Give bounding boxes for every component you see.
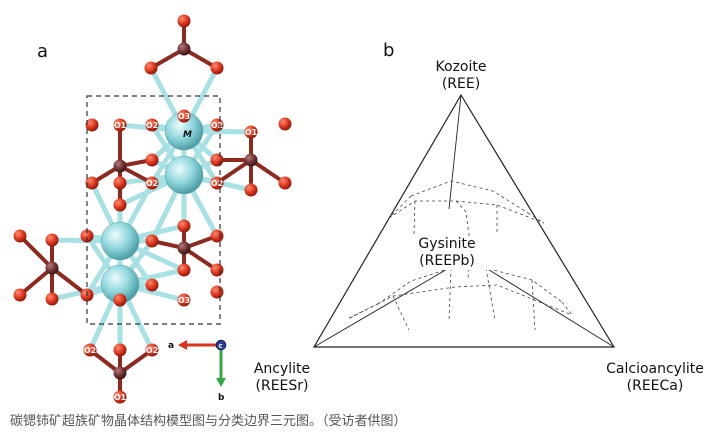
carbon-oxygen-bond-14 <box>18 234 54 270</box>
vertex-left-label: Ancylite (REESr) <box>232 361 332 395</box>
oxygen-atom-3 <box>177 109 191 123</box>
carbon-oxygen-bond-18 <box>50 266 89 297</box>
oxygen-atom-14 <box>145 176 159 190</box>
carbon-oxygen-bond-26 <box>118 348 154 375</box>
oxygen-atom-27 <box>45 292 59 306</box>
carbon-atom-1 <box>113 159 127 173</box>
metal-atom-2 <box>100 221 140 261</box>
site-label-6: O2 <box>211 179 223 188</box>
center-field-label: Gysinite (REEPb) <box>397 236 497 270</box>
metal-atom-1 <box>164 155 204 195</box>
oxygen-atom-23 <box>13 229 27 243</box>
oxygen-atom-21 <box>177 219 191 233</box>
vertex-right-formula: (REECa) <box>626 378 684 394</box>
oxygen-atom-9 <box>278 117 292 131</box>
oxygen-atom-13 <box>113 176 127 190</box>
oxygen-atom-12 <box>85 176 99 190</box>
oxygen-atom-2 <box>210 61 224 75</box>
carbon-oxygen-bond-13 <box>249 158 287 185</box>
oxygen-atom-20 <box>145 234 159 248</box>
oxygen-atom-34 <box>113 343 127 357</box>
oxygen-atom-1 <box>144 61 158 75</box>
carbon-atom-3 <box>45 261 59 275</box>
carbon-oxygen-bond-23 <box>182 246 219 272</box>
oxygen-atom-25 <box>80 229 94 243</box>
vertex-right-name: Calcioancylite <box>606 361 704 377</box>
oxygen-atom-4 <box>85 118 99 132</box>
oxygen-atom-5 <box>113 118 127 132</box>
axis-b-arrowhead <box>216 378 226 387</box>
oxygen-atom-37 <box>113 390 127 404</box>
ternary-outline <box>312 93 616 348</box>
vertex-top-name: Kozoite <box>435 59 487 75</box>
carbonate-bonds <box>18 19 287 399</box>
bond-network <box>49 65 254 353</box>
site-label-7: O3 <box>178 296 190 305</box>
oxygen-atom-10 <box>145 153 159 167</box>
oxygen-atom-18 <box>113 198 127 212</box>
site-label-9: O2 <box>146 346 158 355</box>
axis-indicator: a b c <box>168 339 227 403</box>
axis-c-marker <box>215 339 227 351</box>
site-label-4: O1 <box>245 128 258 137</box>
carbon-atom-2 <box>244 153 258 167</box>
oxygen-atom-30 <box>177 293 191 307</box>
oxygen-atom-22 <box>177 263 191 277</box>
vertex-top-label: Kozoite (REE) <box>411 59 511 93</box>
ternary-solid-boundaries <box>313 94 615 348</box>
carbon-oxygen-bond-11 <box>215 158 253 185</box>
figure-caption: 碳锶铈矿超族矿物晶体结构模型图与分类边界三元图。（受访者供图） <box>10 414 407 429</box>
carbon-atom-5 <box>113 366 127 380</box>
oxygen-atom-36 <box>145 343 159 357</box>
site-label-0: O3 <box>178 112 190 121</box>
oxygen-atom-31 <box>210 285 224 299</box>
oxygen-atom-26 <box>13 288 27 302</box>
site-label-10: O1 <box>114 393 127 402</box>
oxygen-atom-6 <box>145 118 159 132</box>
unit-cell-box <box>86 95 221 325</box>
vertex-right-label: Calcioancylite (REECa) <box>590 361 720 395</box>
center-field-formula: (REEPb) <box>419 253 475 269</box>
vertex-top-formula: (REE) <box>441 76 481 92</box>
oxygen-atom-33 <box>210 263 224 277</box>
carbon-oxygen-bond-16 <box>18 266 54 297</box>
oxygen-atom-16 <box>244 183 258 197</box>
oxygen-atom-32 <box>113 293 127 307</box>
carbon-atom-0 <box>177 42 191 56</box>
site-label-8: O2 <box>84 346 96 355</box>
ternary-diagram <box>312 93 616 348</box>
site-label-5: O2 <box>146 179 158 188</box>
oxygen-atom-0 <box>177 14 191 28</box>
axis-a-arrowhead <box>178 340 187 350</box>
axis-b-label: b <box>218 393 225 403</box>
oxygen-atom-29 <box>145 278 159 292</box>
oxygen-atom-19 <box>210 229 224 243</box>
site-label-1: O1 <box>114 121 127 130</box>
oxygen-atom-11 <box>210 153 224 167</box>
metal-site-label: M <box>183 130 192 140</box>
oxygen-atom-35 <box>83 343 97 357</box>
vertex-left-name: Ancylite <box>253 361 311 377</box>
panel-b-label: b <box>383 40 395 61</box>
oxygen-atom-8 <box>244 125 258 139</box>
site-label-2: O2 <box>146 121 158 130</box>
oxygen-atom-24 <box>45 233 59 247</box>
vertex-left-formula: (REESr) <box>255 378 309 394</box>
oxygen-atom-17 <box>278 176 292 190</box>
site-label-3: O2 <box>211 121 223 130</box>
center-field-name: Gysinite <box>418 236 476 252</box>
axis-c-label: c <box>219 342 223 350</box>
carbon-atom-4 <box>177 241 191 255</box>
panel-a-label: a <box>37 41 49 62</box>
axis-a-label: a <box>168 341 174 351</box>
